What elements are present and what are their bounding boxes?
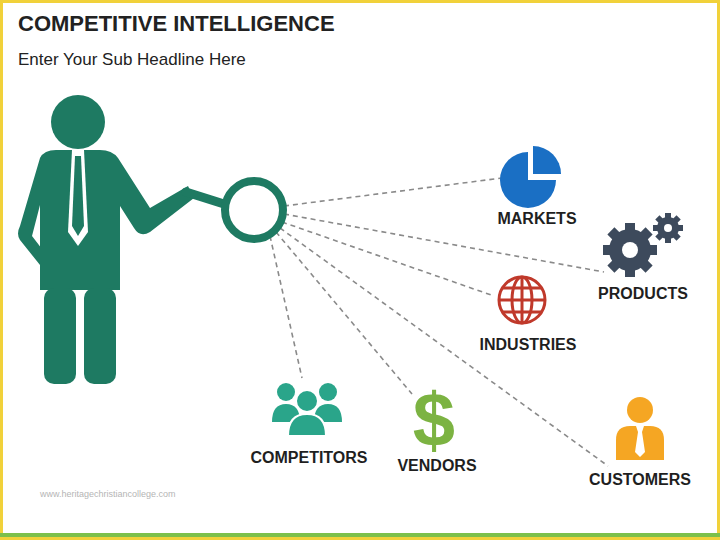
category-node: VENDORS	[394, 455, 479, 477]
analyst-figure	[18, 95, 194, 384]
category-label: INDUSTRIES	[480, 336, 577, 353]
watermark: www.heritagechristiancollege.com	[40, 489, 176, 499]
pie-icon	[500, 146, 561, 208]
category-label: CUSTOMERS	[589, 471, 691, 488]
category-node: MARKETS	[494, 208, 579, 230]
dollar-icon: $	[413, 377, 455, 462]
category-node: PRODUCTS	[595, 283, 691, 305]
gears-icon	[603, 213, 683, 277]
bottom-bar	[0, 533, 720, 537]
dashed-rays	[270, 178, 608, 466]
category-node: INDUSTRIES	[477, 334, 580, 356]
category-node: COMPETITORS	[247, 447, 370, 469]
category-label: PRODUCTS	[598, 285, 688, 302]
category-label: MARKETS	[497, 210, 576, 227]
globe-icon	[499, 277, 545, 323]
category-node: CUSTOMERS	[586, 469, 694, 491]
magnifier-handle	[186, 192, 224, 204]
category-label: COMPETITORS	[250, 449, 367, 466]
sub-headline: Enter Your Sub Headline Here	[18, 50, 246, 70]
magnifier-lens	[225, 181, 283, 239]
slide-title: COMPETITIVE INTELLIGENCE	[18, 11, 335, 37]
category-label: VENDORS	[397, 457, 476, 474]
customer-icon	[616, 397, 664, 460]
people-icon	[272, 383, 342, 436]
